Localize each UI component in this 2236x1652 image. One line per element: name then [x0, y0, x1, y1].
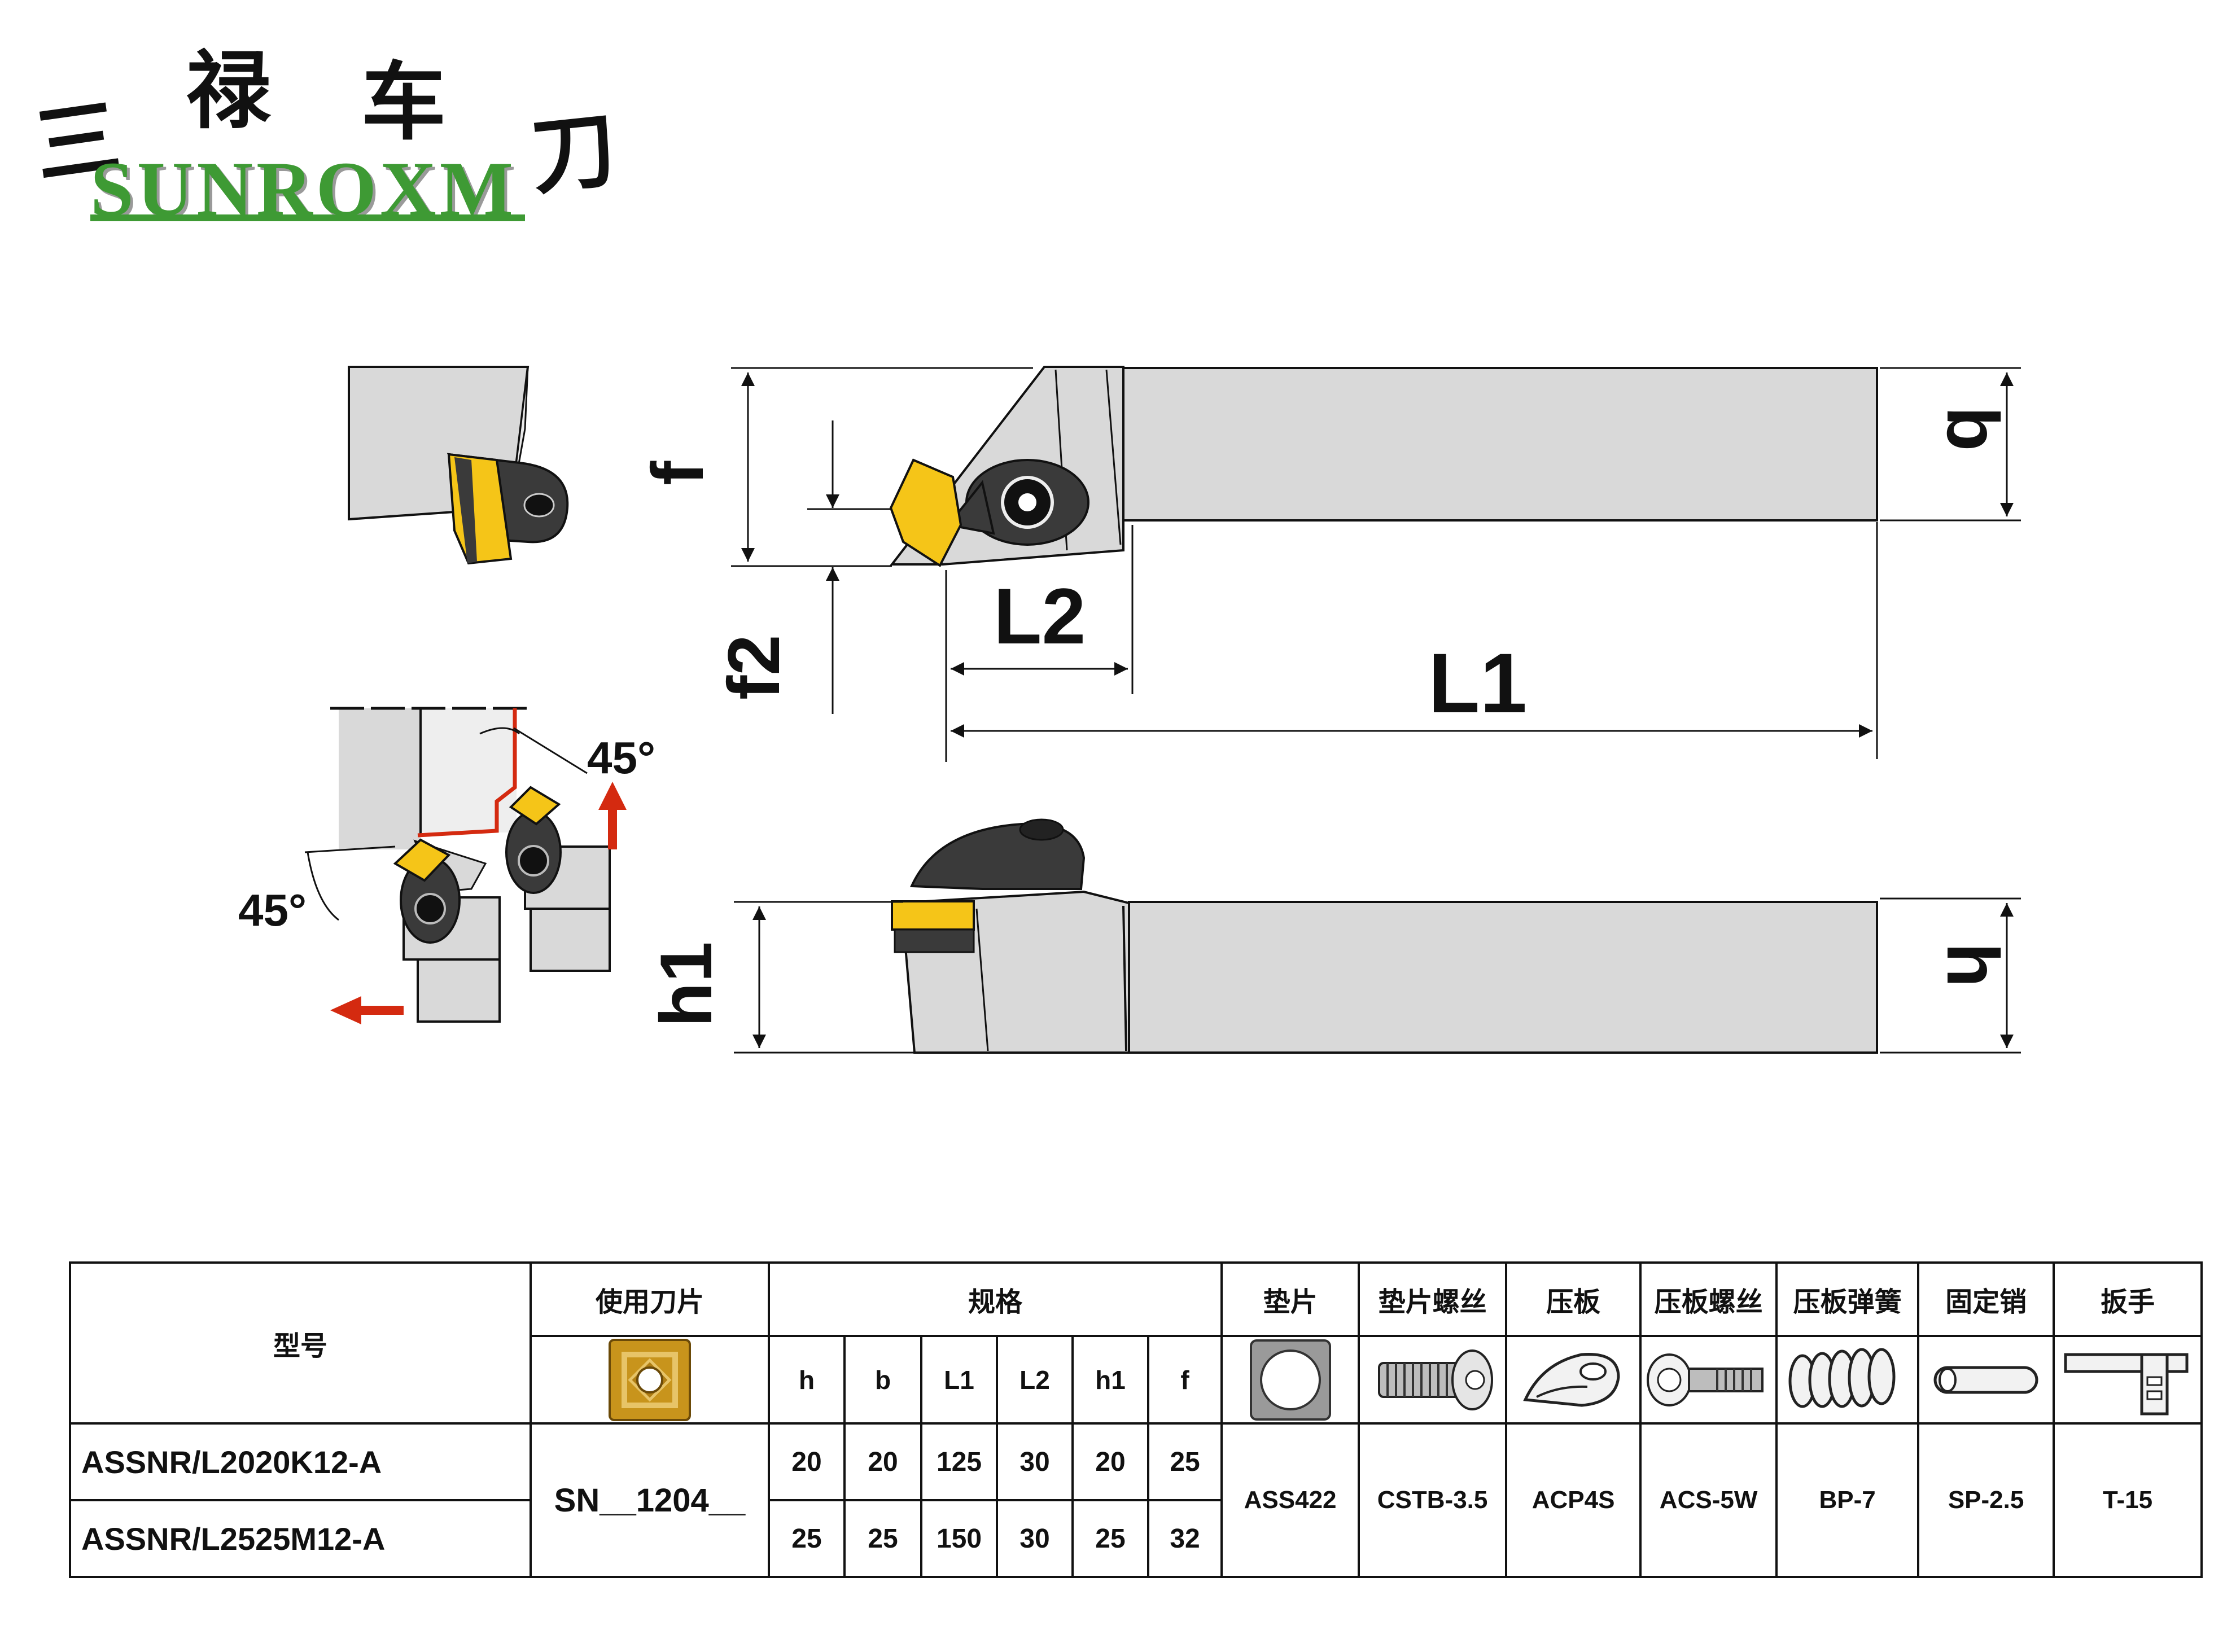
shank-side [1128, 901, 1878, 1054]
feed-arrow-left [330, 996, 361, 1024]
label-angle-left: 45° [238, 885, 307, 935]
clamp-spring-image-cell [1775, 1335, 1920, 1425]
tool-path [417, 708, 517, 838]
logo-underline [90, 214, 525, 221]
label-angle-top: 45° [587, 733, 655, 783]
row-1-b: 20 [843, 1422, 922, 1501]
label-L1: L1 [1428, 636, 1527, 730]
insert-side [891, 900, 975, 931]
row-1-h: 20 [768, 1422, 846, 1501]
clamp-screw-value: ACS-5W [1639, 1422, 1778, 1578]
shim-screw-icon [1377, 1349, 1493, 1410]
clamp-value: ACP4S [1505, 1422, 1642, 1578]
technical-drawing: f f2 b L2 L1 h1 h [238, 366, 2021, 1054]
label-h: h [1932, 943, 2014, 987]
clamp-image-cell [1505, 1335, 1642, 1425]
row-1-h1: 20 [1071, 1422, 1149, 1501]
clamp-screw-icon [1646, 1353, 1764, 1406]
clamp-spring-value: BP-7 [1775, 1422, 1920, 1578]
wrench-image-cell [2053, 1335, 2203, 1425]
row-1-f: 25 [1147, 1422, 1223, 1501]
shim-icon [1249, 1339, 1331, 1421]
logo-char-2: 禄 [186, 41, 272, 141]
shim-image-cell [1220, 1335, 1360, 1425]
header-shim: 垫片 [1220, 1261, 1360, 1337]
row-2-f: 32 [1147, 1499, 1223, 1578]
insert-icon [609, 1338, 691, 1421]
clamp-icon [1523, 1352, 1620, 1407]
header-clamp-screw: 压板螺丝 [1639, 1261, 1778, 1337]
insert-value: SN__1204__ [530, 1422, 770, 1578]
label-f2: f2 [712, 634, 795, 700]
header-wrench: 扳手 [2053, 1261, 2203, 1337]
row-2-h1: 25 [1071, 1499, 1149, 1578]
model-row-1: ASSNR/L2020K12-A [69, 1422, 532, 1501]
row-2-L2: 30 [996, 1499, 1074, 1578]
wrench-value: T-15 [2053, 1422, 2203, 1578]
row-1-L1: 125 [920, 1422, 998, 1501]
clamp-spring-icon [1788, 1348, 1896, 1408]
insert-image-cell [530, 1335, 770, 1425]
spec-table: 型号 使用刀片 规格 垫片 垫片螺丝 压板 压板螺丝 压板弹簧 固定销 扳手 h… [69, 1261, 2203, 1578]
spec-col-f: f [1147, 1335, 1223, 1425]
row-2-L1: 150 [920, 1499, 998, 1578]
wrench-icon [2064, 1353, 2189, 1415]
shim-value: ASS422 [1220, 1422, 1360, 1578]
row-1-L2: 30 [996, 1422, 1074, 1501]
header-fixing-pin: 固定销 [1917, 1261, 2055, 1337]
label-h1: h1 [645, 941, 727, 1027]
insert-top [889, 458, 962, 567]
header-clamp-spring: 压板弹簧 [1775, 1261, 1920, 1337]
feed-arrow-up [598, 782, 627, 810]
header-clamp: 压板 [1505, 1261, 1642, 1337]
shim-screw-image-cell [1358, 1335, 1508, 1425]
spec-col-h: h [768, 1335, 846, 1425]
spec-col-b: b [843, 1335, 922, 1425]
top-view: f f2 b L2 L1 [636, 366, 2021, 762]
header-shim-screw: 垫片螺丝 [1358, 1261, 1508, 1337]
row-2-h: 25 [768, 1499, 846, 1578]
header-spec: 规格 [767, 1261, 1223, 1337]
spec-col-h1: h1 [1071, 1335, 1149, 1425]
fixing-pin-image-cell [1917, 1335, 2055, 1425]
iso-sketch [348, 366, 569, 565]
shim-screw-value: CSTB-3.5 [1358, 1422, 1508, 1578]
row-2-b: 25 [843, 1499, 922, 1578]
clamp-screw-image-cell [1639, 1335, 1778, 1425]
header-model: 型号 [69, 1261, 532, 1425]
insert-op2 [509, 786, 561, 826]
model-row-2: ASSNR/L2525M12-A [69, 1499, 532, 1578]
label-f: f [636, 461, 719, 485]
fixing-pin-icon [1933, 1366, 2038, 1394]
fixing-pin-value: SP-2.5 [1917, 1422, 2055, 1578]
logo-char-3: 车 [361, 52, 447, 152]
shank-top [1122, 367, 1878, 522]
label-b: b [1932, 406, 2014, 451]
header-insert: 使用刀片 [530, 1261, 770, 1337]
insert-op1 [393, 838, 451, 882]
side-view: h1 h [645, 818, 2021, 1054]
label-L2: L2 [994, 572, 1086, 660]
spec-col-L1: L1 [920, 1335, 998, 1425]
spec-col-L2: L2 [996, 1335, 1074, 1425]
operation-diagram: 45° 45° [238, 707, 655, 1024]
